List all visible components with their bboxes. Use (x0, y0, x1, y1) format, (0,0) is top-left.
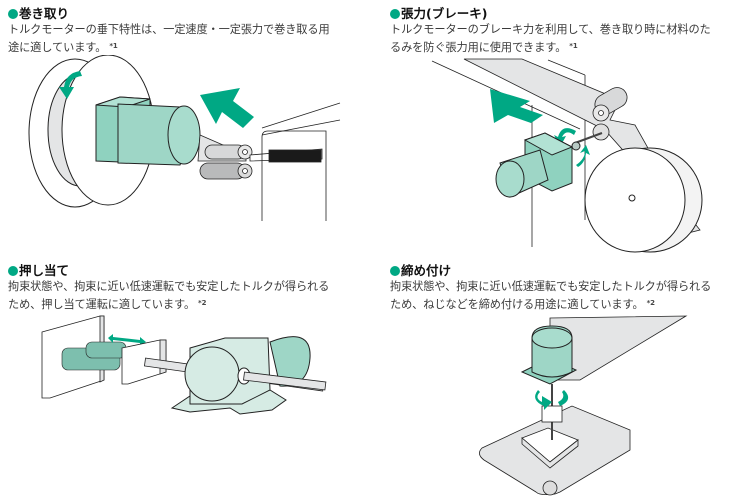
reel (28, 55, 155, 208)
material-sheet (197, 134, 323, 180)
footnote-mark: *2 (646, 299, 655, 307)
rotation-arrow-icon (59, 71, 82, 99)
rotation-arrow-icon (554, 128, 590, 167)
section-title: 巻き取り (8, 6, 373, 21)
description-line: トルクモーターの垂下特性は、一定速度・一定張力で巻き取る用 (8, 23, 330, 36)
footnote-mark: *1 (569, 42, 578, 50)
section-tightening: 締め付け 拘束状態や、拘束に近い低速運転でも安定したトルクが得られる ため、ねじ… (390, 263, 744, 313)
section-title: 押し当て (8, 263, 373, 278)
machine-box (261, 102, 341, 221)
motor (520, 325, 578, 385)
bullet-icon (8, 266, 18, 276)
rotation-arrow-icon (535, 390, 569, 410)
bullet-icon (8, 9, 18, 19)
bullet-icon (390, 9, 400, 19)
section-description: トルクモーターのブレーキ力を利用して、巻き取り時に材料のた るみを防ぐ張力用に使… (390, 22, 744, 56)
description-line: トルクモーターのブレーキ力を利用して、巻き取り時に材料のた (390, 23, 711, 36)
workpiece-plate (521, 427, 579, 469)
title-text: 押し当て (19, 263, 70, 278)
footnote-mark: *1 (109, 42, 118, 50)
motor (95, 96, 201, 166)
description-line: 拘束状態や、拘束に近い低速運転でも安定したトルクが得られる (390, 280, 712, 293)
section-title: 締め付け (390, 263, 744, 278)
description-line: ため、ねじなどを締め付ける用途に適しています。 (390, 298, 644, 311)
double-arrow-icon (108, 334, 146, 346)
description-line: ため、押し当て運転に適しています。 (8, 298, 196, 311)
section-description: 拘束状態や、拘束に近い低速運転でも安定したトルクが得られる ため、ねじなどを締め… (390, 279, 744, 313)
title-text: 張力(ブレーキ) (401, 6, 488, 21)
section-winding: 巻き取り トルクモーターの垂下特性は、一定速度・一定張力で巻き取る用 途に適して… (8, 6, 373, 56)
shaft-end (243, 371, 327, 391)
section-description: 拘束状態や、拘束に近い低速運転でも安定したトルクが得られる ため、押し当て運転に… (8, 279, 373, 313)
conveyor-roller (542, 480, 558, 496)
footnote-mark: *2 (198, 299, 207, 307)
section-push: 押し当て 拘束状態や、拘束に近い低速運転でも安定したトルクが得られる ため、押し… (8, 263, 373, 313)
section-tension: 張力(ブレーキ) トルクモーターのブレーキ力を利用して、巻き取り時に材料のた る… (390, 6, 744, 56)
title-text: 締め付け (401, 263, 452, 278)
winding-reel-illustration (28, 55, 341, 221)
motor (170, 336, 311, 415)
push-plate (121, 339, 167, 385)
direction-arrow-icon (490, 89, 543, 123)
description-line: 拘束状態や、拘束に近い低速運転でも安定したトルクが得られる (8, 280, 330, 293)
rollers (592, 87, 628, 141)
bullet-icon (390, 266, 400, 276)
coupling (541, 405, 563, 423)
title-text: 巻き取り (19, 6, 70, 21)
description-line: るみを防ぐ張力用に使用できます。 (390, 41, 567, 54)
section-title: 張力(ブレーキ) (390, 6, 744, 21)
push-press-illustration (41, 315, 327, 415)
screw-tightening-illustration (479, 315, 688, 496)
section-description: トルクモーターの垂下特性は、一定速度・一定張力で巻き取る用 途に適しています。*… (8, 22, 373, 56)
tension-brake-illustration (431, 58, 703, 253)
spring (61, 341, 127, 371)
description-line: 途に適しています。 (8, 41, 107, 54)
brake-disc (584, 147, 703, 253)
motor (495, 132, 581, 198)
direction-arrow-icon (200, 88, 254, 128)
